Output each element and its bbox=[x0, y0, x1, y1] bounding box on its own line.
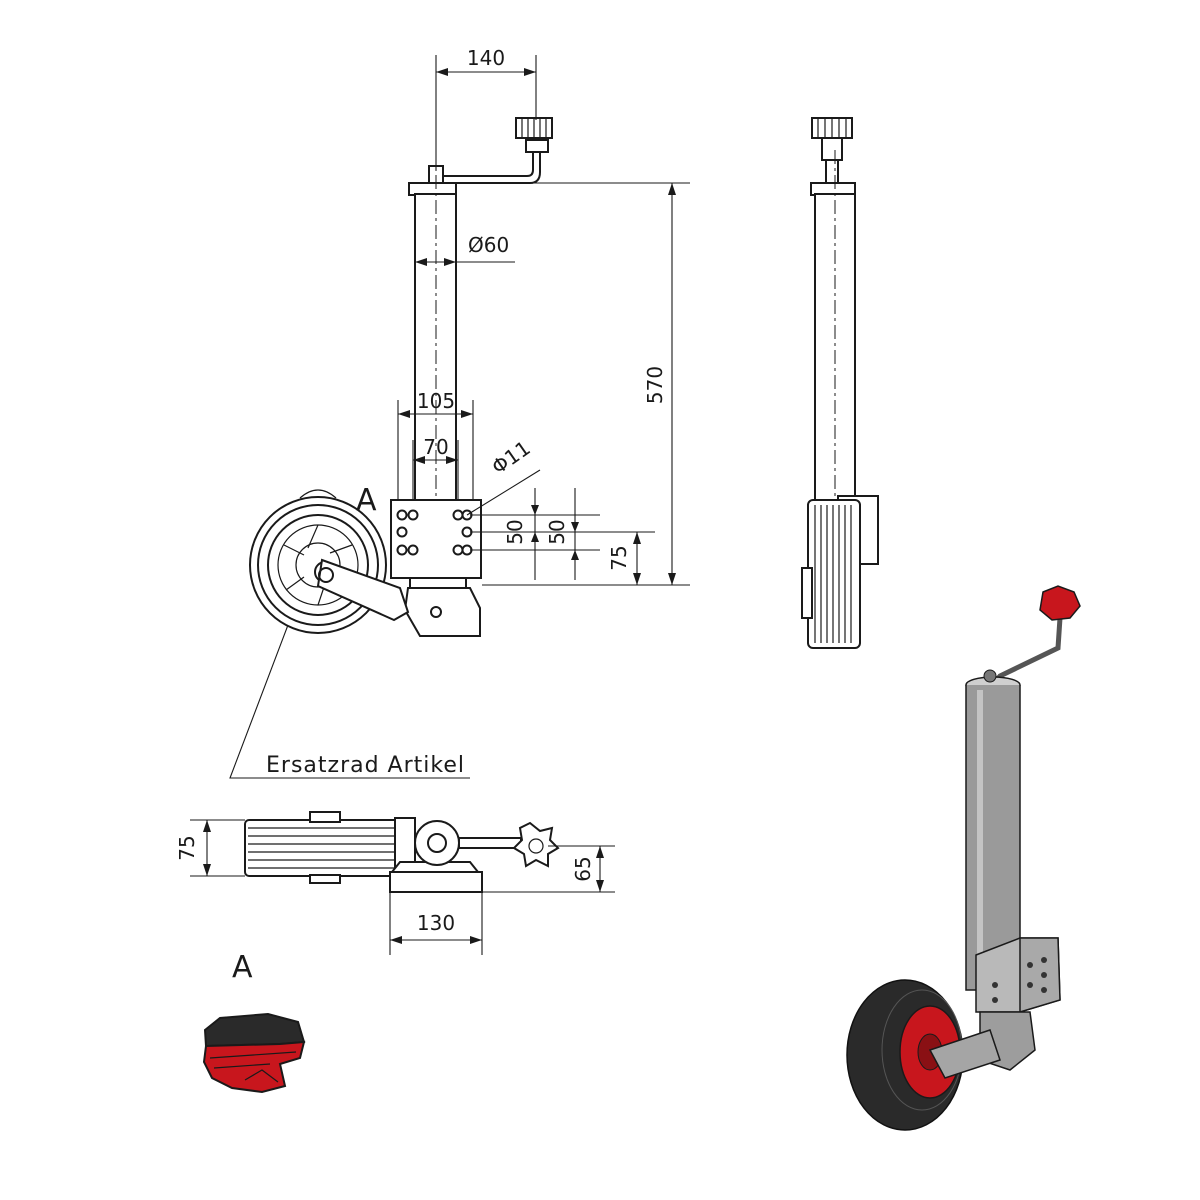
spare-wheel-note: Ersatzrad Artikel bbox=[266, 753, 465, 778]
dim-65: 65 bbox=[571, 856, 595, 881]
detail-marker: A bbox=[356, 483, 377, 518]
top-view bbox=[244, 811, 560, 893]
bolt-holes bbox=[396, 509, 473, 556]
dim-140: 140 bbox=[467, 46, 505, 70]
detail-a bbox=[202, 1012, 306, 1094]
dimension-lines bbox=[190, 55, 690, 955]
dim-570: 570 bbox=[643, 366, 667, 404]
dim-50-a: 50 bbox=[503, 519, 527, 544]
detail-title: A bbox=[232, 950, 253, 985]
dim-105: 105 bbox=[417, 389, 455, 413]
dim-75-top: 75 bbox=[175, 835, 199, 860]
dim-75-front: 75 bbox=[607, 545, 631, 570]
dim-70: 70 bbox=[423, 435, 448, 459]
dim-50-b: 50 bbox=[545, 519, 569, 544]
dim-o60: Ø60 bbox=[468, 233, 509, 257]
side-wheel bbox=[807, 499, 861, 649]
dim-phi11: Φ11 bbox=[487, 436, 535, 479]
front-view bbox=[249, 117, 553, 637]
iso-view bbox=[846, 585, 1081, 1131]
dim-130: 130 bbox=[417, 911, 455, 935]
side-view bbox=[801, 117, 879, 649]
